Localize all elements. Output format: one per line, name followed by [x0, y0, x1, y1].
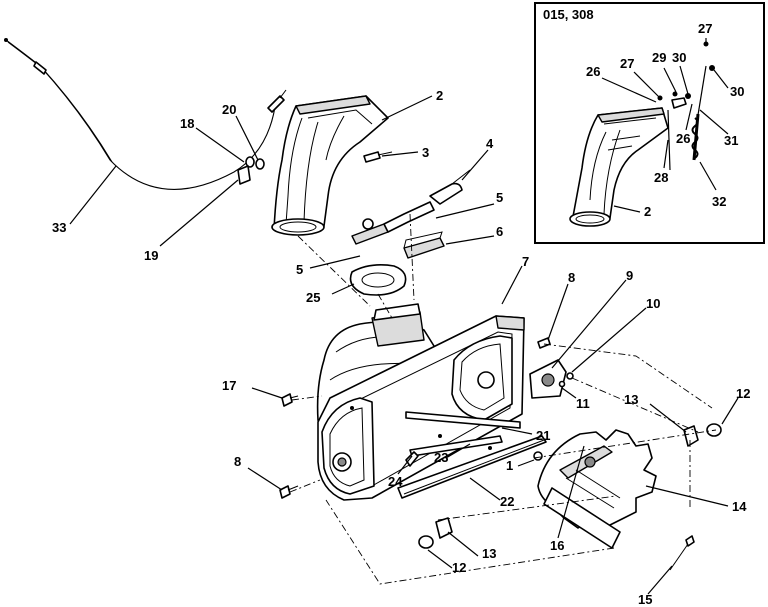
- callout-14: 14: [732, 499, 747, 514]
- callout-5-top: 5: [496, 190, 503, 205]
- inset-box: 015, 308: [534, 2, 765, 244]
- callout-13-right: 13: [624, 392, 638, 407]
- bolt-17: [281, 393, 299, 407]
- inset-callout-26-right: 26: [676, 131, 690, 146]
- callout-33: 33: [52, 220, 66, 235]
- callout-21: 21: [536, 428, 550, 443]
- callout-1: 1: [506, 458, 513, 473]
- bolt-15: [669, 535, 695, 571]
- callout-5-left: 5: [296, 262, 303, 277]
- inset-callout-28: 28: [654, 170, 668, 185]
- callout-11: 11: [576, 396, 590, 411]
- hardware-right: [537, 337, 574, 388]
- crank-rod: [351, 169, 471, 245]
- callout-8-left: 8: [234, 454, 241, 469]
- inset-chute: [569, 107, 669, 227]
- inset-callout-26: 26: [586, 64, 600, 79]
- inset-callout-2: 2: [644, 204, 651, 219]
- bearing-plate: [529, 359, 567, 399]
- nut-1: [533, 451, 543, 461]
- inset-callout-30: 30: [672, 50, 686, 65]
- callout-18: 18: [180, 116, 194, 131]
- callout-9: 9: [626, 268, 633, 283]
- callout-24: 24: [388, 474, 403, 489]
- auger-housing: [316, 303, 525, 501]
- inset-callout-30-right: 30: [730, 84, 744, 99]
- callout-3: 3: [422, 145, 429, 160]
- callout-15: 15: [638, 592, 652, 607]
- control-cable: [4, 38, 287, 190]
- callout-12-bottom: 12: [452, 560, 466, 575]
- bolt-3: [363, 151, 393, 163]
- callout-8-right: 8: [568, 270, 575, 285]
- inset-callout-29: 29: [652, 50, 666, 65]
- bushing-bottom: [418, 517, 453, 549]
- callout-19: 19: [144, 248, 158, 263]
- callout-25: 25: [306, 290, 320, 305]
- inset-callout-31: 31: [724, 133, 738, 148]
- inset-callout-27: 27: [620, 56, 634, 71]
- callout-labels: 2 3 4 5 6 5 25 7 8 9 10 11 12 13 14 15 1…: [52, 21, 750, 607]
- discharge-chute: [271, 95, 389, 236]
- assembly-lines: [289, 213, 717, 585]
- inset-title: 015, 308: [543, 7, 594, 22]
- impeller: [537, 429, 657, 549]
- pin-24: [405, 451, 419, 467]
- inset-callout-27-top: 27: [698, 21, 712, 36]
- callout-7: 7: [522, 254, 529, 269]
- callout-13-bottom: 13: [482, 546, 496, 561]
- cable-hardware: [237, 156, 265, 185]
- leader-lines: [69, 38, 739, 595]
- callout-20: 20: [222, 102, 236, 117]
- callout-12-right: 12: [736, 386, 750, 401]
- callout-16: 16: [550, 538, 564, 553]
- gasket-25: [349, 264, 407, 296]
- callout-17: 17: [222, 378, 236, 393]
- callout-2: 2: [436, 88, 443, 103]
- inset-deflector-parts: [657, 41, 715, 171]
- callout-4: 4: [486, 136, 494, 151]
- callout-6: 6: [496, 224, 503, 239]
- scraper-bar: [397, 435, 547, 499]
- bolt-8-left: [279, 485, 299, 499]
- bracket-6: [403, 231, 445, 259]
- callout-10: 10: [646, 296, 660, 311]
- inset-callout-32: 32: [712, 194, 726, 209]
- callout-22: 22: [500, 494, 514, 509]
- callout-23: 23: [434, 450, 448, 465]
